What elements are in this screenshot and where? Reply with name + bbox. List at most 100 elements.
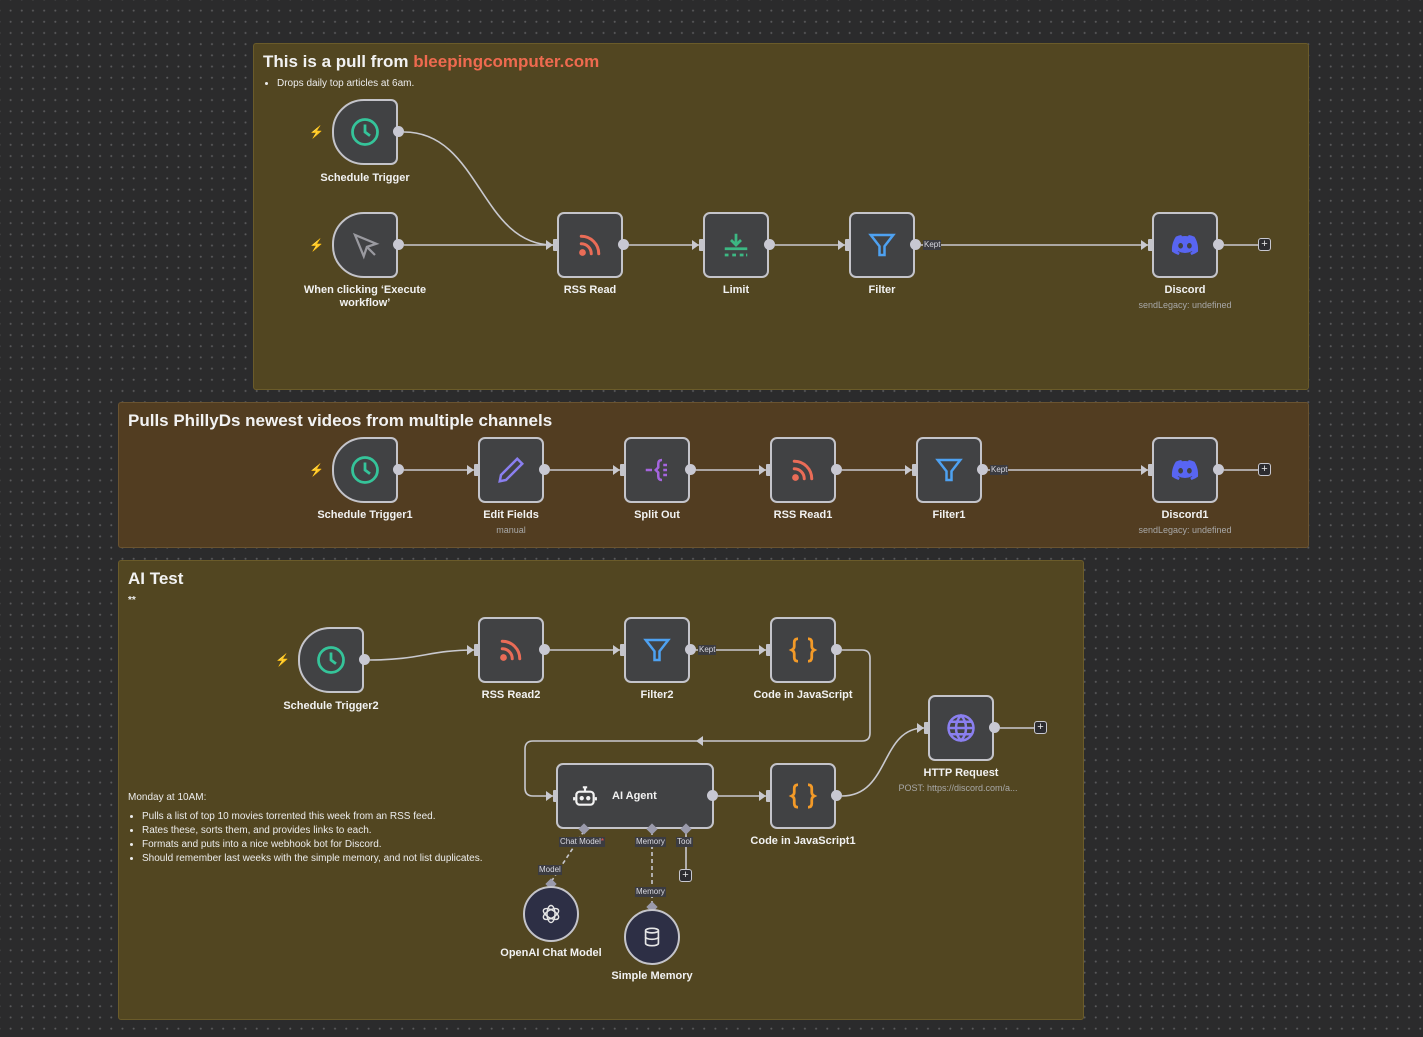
input-handle[interactable] [699, 239, 704, 251]
node-label: AI Agent [612, 790, 657, 802]
connection [369, 649, 475, 661]
openai-icon [542, 904, 560, 924]
node-code-js[interactable] [770, 617, 836, 683]
sticky-bullet-item: Formats and puts into a nice webhook bot… [142, 839, 483, 850]
node-subtitle: sendLegacy: undefined [1138, 300, 1232, 310]
sticky-title: Pulls PhillyDs newest videos from multip… [128, 411, 553, 430]
add-node-button[interactable]: + [1258, 238, 1271, 251]
arrow [613, 645, 620, 655]
node-schedule-trigger1[interactable] [332, 437, 398, 503]
sticky-title: AI Test [128, 569, 184, 588]
arrow [613, 465, 620, 475]
node-edit-fields[interactable] [478, 437, 544, 503]
globe-icon [947, 713, 975, 743]
node-manual-trigger[interactable] [332, 212, 398, 278]
output-handle[interactable] [1213, 464, 1224, 475]
sticky-title-link[interactable]: bleepingcomputer.com [413, 52, 600, 71]
node-filter2[interactable] [624, 617, 690, 683]
output-handle[interactable] [393, 126, 404, 137]
arrow [759, 465, 766, 475]
input-handle[interactable] [620, 464, 625, 476]
port-label-model: Model [538, 865, 562, 875]
sticky-note-body: Monday at 10AM: Pulls a list of top 10 m… [128, 792, 483, 867]
output-handle[interactable] [393, 464, 404, 475]
node-rss-read2[interactable] [478, 617, 544, 683]
output-handle[interactable] [989, 722, 1000, 733]
input-handle[interactable] [766, 790, 771, 802]
input-handle[interactable] [845, 239, 850, 251]
input-handle[interactable] [912, 464, 917, 476]
output-handle[interactable] [685, 464, 696, 475]
port-label-tool: Tool [676, 837, 693, 847]
output-handle[interactable] [977, 464, 988, 475]
code-braces-icon [788, 637, 818, 663]
arrow [1141, 465, 1148, 475]
arrow [905, 465, 912, 475]
output-handle[interactable] [910, 239, 921, 250]
output-handle[interactable] [685, 644, 696, 655]
node-label: Discord [1164, 284, 1206, 296]
arrow [546, 240, 553, 250]
sticky-note-phillyds[interactable]: Pulls PhillyDs newest videos from multip… [118, 402, 1309, 548]
input-handle[interactable] [553, 790, 558, 802]
arrow [696, 736, 703, 746]
trigger-bolt-icon: ⚡ [309, 238, 324, 252]
node-http-request[interactable] [928, 695, 994, 761]
arrow [759, 791, 766, 801]
sticky-title-text: This is a pull from [263, 52, 414, 71]
arrow [467, 645, 474, 655]
node-split-out[interactable] [624, 437, 690, 503]
rss-icon [579, 234, 601, 256]
node-label: Schedule Trigger2 [283, 700, 379, 712]
output-handle[interactable] [831, 644, 842, 655]
node-limit[interactable] [703, 212, 769, 278]
input-handle[interactable] [924, 722, 929, 734]
node-label: Simple Memory [611, 970, 693, 982]
add-node-button[interactable]: + [1034, 721, 1047, 734]
node-label: Code in JavaScript1 [750, 835, 856, 847]
sticky-note-bleepingcomputer[interactable]: This is a pull from bleepingcomputer.com… [253, 43, 1309, 390]
node-openai-chat-model[interactable] [523, 886, 579, 942]
split-out-icon [645, 458, 667, 482]
node-ai-agent[interactable]: AI Agent [556, 763, 714, 829]
clock-icon [351, 456, 379, 484]
output-handle[interactable] [831, 790, 842, 801]
node-label: Code in JavaScript [753, 689, 853, 701]
add-tool-button[interactable]: + [679, 869, 692, 882]
node-filter[interactable] [849, 212, 915, 278]
node-label: OpenAI Chat Model [500, 947, 602, 959]
input-handle[interactable] [553, 239, 558, 251]
node-label: Schedule Trigger1 [317, 509, 413, 521]
sticky-subtitle: ** [128, 595, 136, 606]
output-handle[interactable] [707, 790, 718, 801]
node-schedule-trigger[interactable] [332, 99, 398, 165]
input-handle[interactable] [1148, 239, 1153, 251]
node-discord1[interactable] [1152, 437, 1218, 503]
input-handle[interactable] [766, 644, 771, 656]
output-handle[interactable] [618, 239, 629, 250]
output-handle[interactable] [539, 644, 550, 655]
add-node-button[interactable]: + [1258, 463, 1271, 476]
input-handle[interactable] [1148, 464, 1153, 476]
output-handle[interactable] [359, 654, 370, 665]
node-filter1[interactable] [916, 437, 982, 503]
node-code-js1[interactable] [770, 763, 836, 829]
output-handle[interactable] [393, 239, 404, 250]
node-discord[interactable] [1152, 212, 1218, 278]
input-handle[interactable] [474, 644, 479, 656]
node-rss-read1[interactable] [770, 437, 836, 503]
input-handle[interactable] [474, 464, 479, 476]
node-schedule-trigger2[interactable] [298, 627, 364, 693]
node-rss-read[interactable] [557, 212, 623, 278]
node-label: RSS Read [563, 284, 617, 296]
output-handle[interactable] [831, 464, 842, 475]
input-handle[interactable] [766, 464, 771, 476]
arrow [546, 791, 553, 801]
output-handle[interactable] [1213, 239, 1224, 250]
output-handle[interactable] [539, 464, 550, 475]
node-simple-memory[interactable] [624, 909, 680, 965]
output-handle[interactable] [764, 239, 775, 250]
node-label: RSS Read1 [773, 509, 833, 521]
input-handle[interactable] [620, 644, 625, 656]
